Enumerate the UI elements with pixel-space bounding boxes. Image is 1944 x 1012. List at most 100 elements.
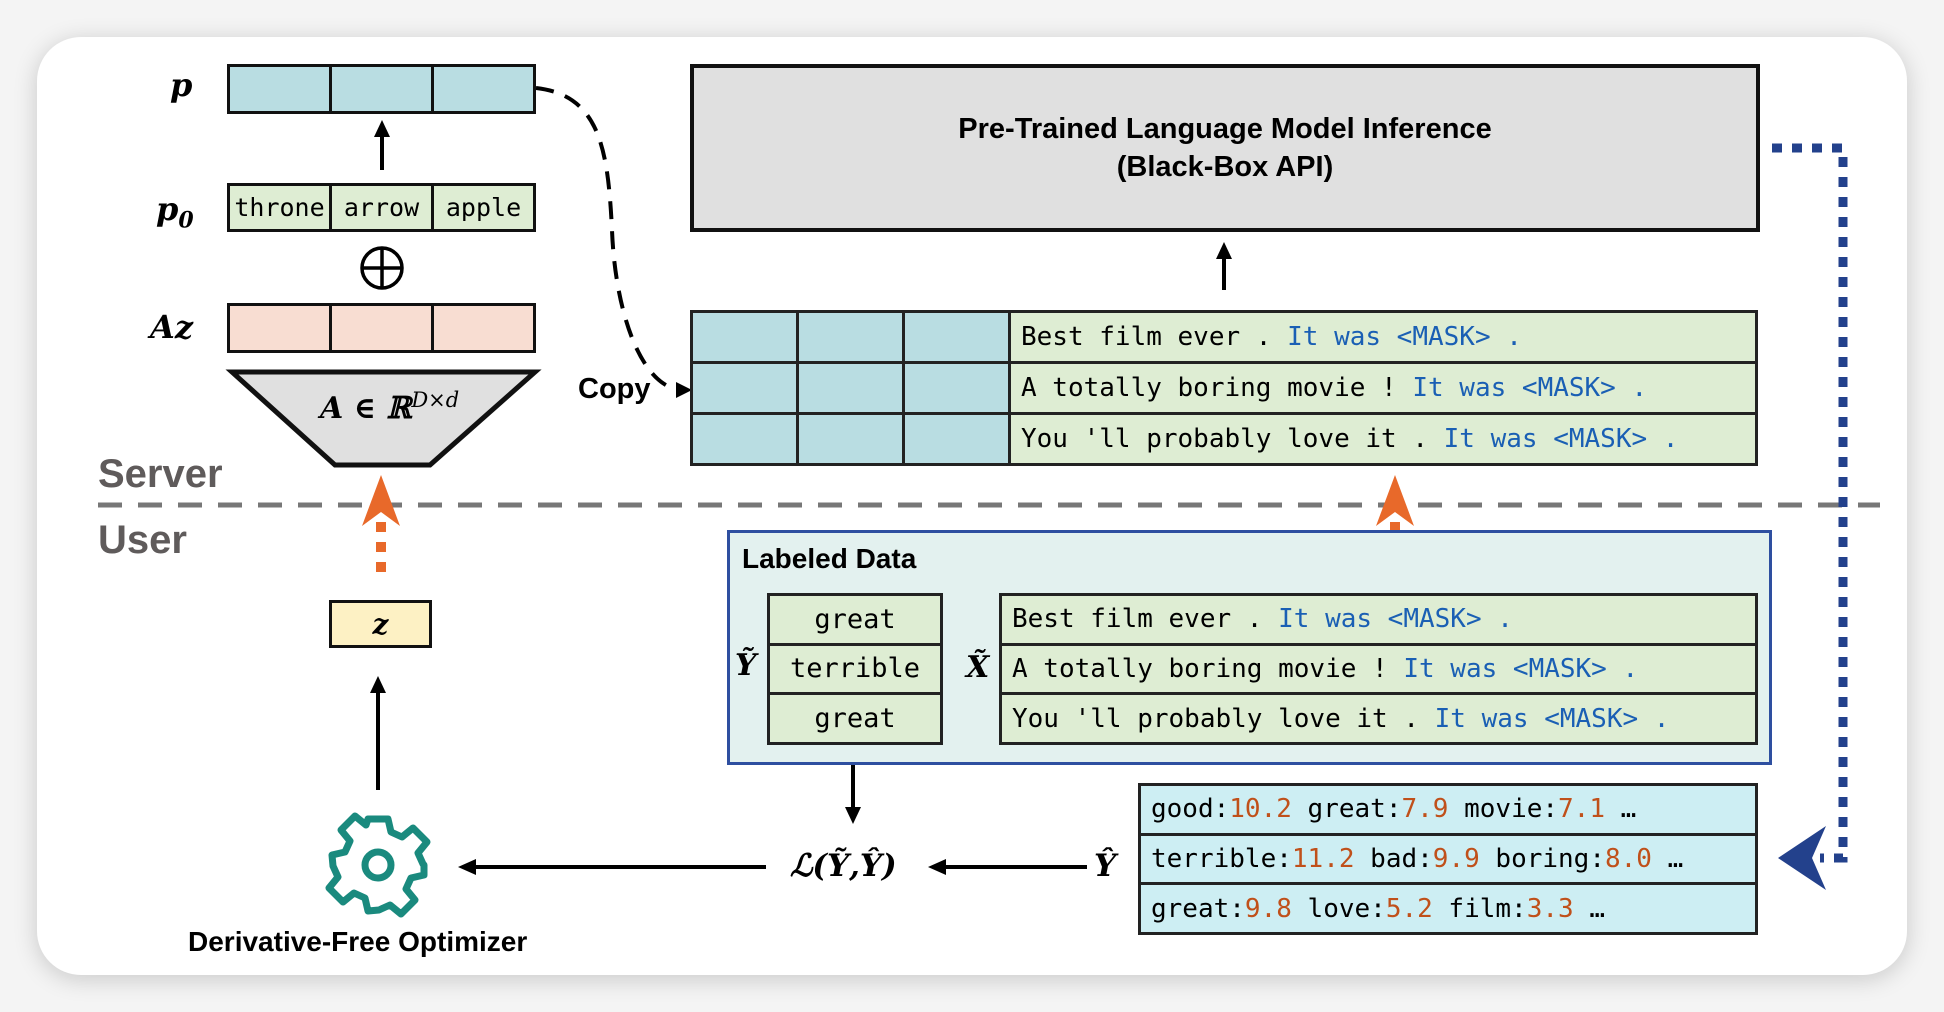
prediction-row: good:10.2 great:7.9 movie:7.1 …	[1138, 783, 1758, 836]
p-cell	[230, 67, 332, 111]
table-row: Best film ever . It was <MASK> .	[999, 593, 1758, 646]
arrow-p0-to-p-head	[374, 120, 390, 137]
prompt-cell	[902, 412, 1011, 466]
input-sentence: Best film ever . It was <MASK> .	[1008, 310, 1758, 364]
token: boring:	[1479, 843, 1605, 874]
template-text: It was <MASK> .	[1412, 373, 1648, 403]
az-cell	[230, 306, 332, 350]
copy-dashed-curve	[535, 86, 681, 392]
score: 5.2	[1385, 893, 1433, 924]
table-row: A totally boring movie ! It was <MASK> .	[999, 642, 1758, 696]
score: 3.3	[1526, 893, 1574, 924]
input-sentence: A totally boring movie ! It was <MASK> .	[1008, 361, 1758, 415]
p0-label-sub: 0	[178, 207, 194, 234]
p0-label-base: p	[156, 190, 179, 228]
arrow-yhat-to-loss-head	[928, 859, 946, 875]
sentence-text: Best film ever .	[1021, 322, 1288, 352]
token: great:	[1291, 794, 1402, 825]
projected-vector-az	[227, 303, 536, 353]
projection-label-base: A ∈ ℝ	[320, 391, 412, 426]
ellipsis: …	[1573, 893, 1605, 924]
y-tilde-label: Ỹ	[735, 648, 757, 683]
prompt-cell	[796, 412, 905, 466]
p-label: p	[170, 66, 193, 104]
table-row: good:10.2 great:7.9 movie:7.1 …	[1138, 783, 1758, 836]
lm-subtitle: (Black-Box API)	[1116, 151, 1334, 183]
labels-table: great terrible great	[767, 593, 943, 745]
template-text: It was <MASK> .	[1434, 703, 1670, 734]
template-text: It was <MASK> .	[1278, 604, 1513, 635]
score: 7.1	[1558, 794, 1605, 825]
label-cell: great	[767, 593, 943, 646]
x-tilde-label: X̃	[966, 650, 990, 685]
arrow-labels-to-loss-head	[845, 807, 861, 824]
token: bad:	[1354, 843, 1433, 874]
copy-label: Copy	[578, 373, 651, 405]
input-sentence: You 'll probably love it . It was <MASK>…	[1008, 412, 1758, 466]
predictions-table: good:10.2 great:7.9 movie:7.1 … terrible…	[1138, 783, 1758, 935]
token: great:	[1151, 893, 1245, 924]
y-hat-label: Ŷ	[1094, 848, 1117, 884]
prediction-row: terrible:11.2 bad:9.9 boring:8.0 …	[1138, 832, 1758, 886]
server-zone-label: Server	[98, 452, 223, 496]
prompt-cell	[796, 361, 905, 415]
table-row: great	[767, 593, 943, 646]
template-text: It was <MASK> .	[1403, 653, 1639, 684]
prompt-cell	[902, 361, 1011, 415]
user-zone-label: User	[98, 518, 187, 562]
orange-arrow-z-to-a-head	[362, 475, 400, 526]
table-row: terrible:11.2 bad:9.9 boring:8.0 …	[1138, 832, 1758, 886]
sentence-text: A totally boring movie !	[1012, 653, 1404, 684]
table-row: You 'll probably love it . It was <MASK>…	[999, 692, 1758, 745]
initial-prompt-p0: throne arrow apple	[227, 183, 536, 232]
prompt-embedding-p	[227, 64, 536, 114]
orange-arrow-labeled-to-inputs-head	[1376, 475, 1414, 526]
labeled-data-title: Labeled Data	[742, 543, 917, 574]
score: 9.8	[1244, 893, 1292, 924]
arrow-inputs-to-lm-head	[1216, 242, 1232, 259]
table-row: Best film ever . It was <MASK> .	[690, 310, 1758, 364]
language-model-api-box: Pre-Trained Language Model Inference (Bl…	[690, 64, 1760, 232]
p0-token: arrow	[332, 186, 434, 229]
score: 10.2	[1229, 794, 1292, 825]
token: film:	[1432, 893, 1527, 924]
token: terrible:	[1151, 843, 1292, 874]
template-text: It was <MASK> .	[1443, 424, 1679, 454]
z-vector-box: z	[329, 600, 432, 648]
arrow-optimizer-to-z-head	[370, 676, 386, 693]
score: 9.9	[1432, 843, 1480, 874]
input-sentence: You 'll probably love it . It was <MASK>…	[999, 692, 1758, 745]
table-row: terrible	[767, 642, 943, 696]
score: 8.0	[1605, 843, 1652, 874]
az-label: Az	[150, 308, 193, 346]
ellipsis: …	[1651, 843, 1684, 874]
prediction-row: great:9.8 love:5.2 film:3.3 …	[1138, 882, 1758, 935]
p0-token: throne	[230, 186, 332, 229]
az-cell	[434, 306, 533, 350]
arrow-loss-to-optimizer-head	[458, 859, 476, 875]
prompt-cell	[690, 310, 799, 364]
token: movie:	[1448, 794, 1559, 825]
sentence-text: Best film ever .	[1012, 604, 1279, 635]
lm-title: Pre-Trained Language Model Inference	[958, 113, 1492, 145]
table-row: great:9.8 love:5.2 film:3.3 …	[1138, 882, 1758, 935]
projection-trapezoid	[225, 369, 542, 468]
sentence-text: A totally boring movie !	[1021, 373, 1413, 403]
p0-label: p0	[156, 190, 194, 233]
sentence-text: You 'll probably love it .	[1012, 703, 1435, 734]
label-cell: great	[767, 692, 943, 745]
prompt-cell	[690, 412, 799, 466]
ellipsis: …	[1605, 794, 1637, 825]
navy-dotted-path-lm-to-predictions	[1772, 143, 1848, 863]
labeled-inputs-table: Best film ever . It was <MASK> . A total…	[999, 593, 1758, 745]
input-sentence: Best film ever . It was <MASK> .	[999, 593, 1758, 646]
template-text: It was <MASK> .	[1287, 322, 1522, 352]
server-input-table: Best film ever . It was <MASK> . A total…	[690, 310, 1758, 466]
token: love:	[1291, 893, 1386, 924]
score: 7.9	[1401, 794, 1449, 825]
sentence-text: You 'll probably love it .	[1021, 424, 1444, 454]
loss-function-label: ℒ(Ỹ,Ŷ)	[790, 848, 897, 884]
p-cell	[434, 67, 533, 111]
projection-label-sup: D×d	[411, 388, 460, 412]
